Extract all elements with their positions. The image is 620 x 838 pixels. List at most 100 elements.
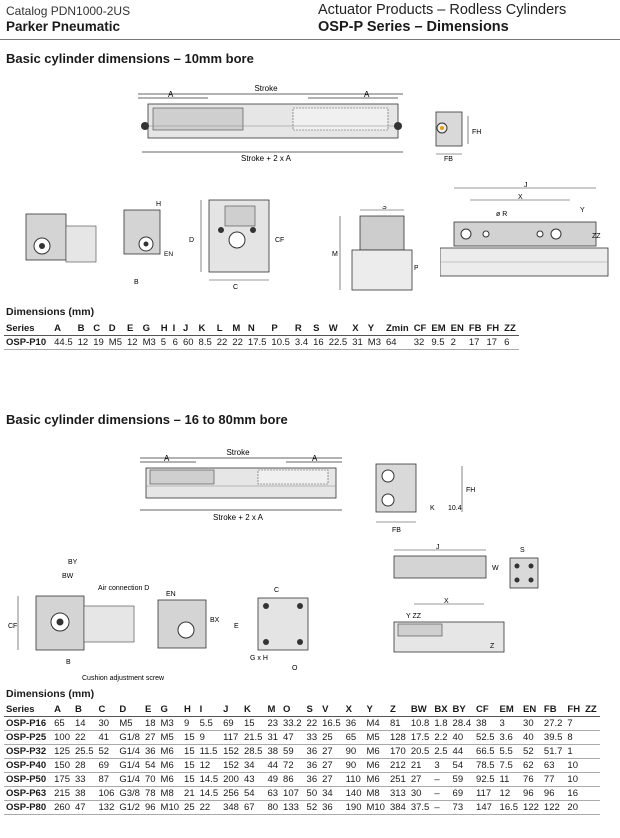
table-cell: 40 bbox=[450, 730, 475, 745]
table-cell: 38 bbox=[474, 716, 498, 731]
table-cell: 37.5 bbox=[408, 800, 433, 815]
table-cell: 9.5 bbox=[429, 335, 449, 350]
table-cell: 70 bbox=[142, 772, 159, 787]
product-header: Actuator Products – Rodless Cylinders OS… bbox=[318, 2, 566, 36]
table-cell: 21.5 bbox=[241, 730, 266, 745]
table-cell: 16.5 bbox=[497, 800, 522, 815]
table-cell: 63 bbox=[265, 786, 282, 801]
table-cell: 96 bbox=[521, 786, 542, 801]
table-cell: 10.5 bbox=[269, 335, 293, 350]
table-cell: 69 bbox=[221, 716, 242, 731]
table-cell: 11.5 bbox=[197, 744, 222, 759]
column-header: Series bbox=[4, 703, 53, 717]
table-cell: 122 bbox=[521, 800, 542, 815]
table-cell: G3/8 bbox=[117, 786, 143, 801]
column-header: J bbox=[221, 703, 242, 717]
table-cell: 33 bbox=[304, 730, 321, 745]
table-cell: 348 bbox=[221, 800, 242, 815]
table-cell: 52 bbox=[304, 800, 321, 815]
drawing-16-80mm-end-view: FH K 10.4 FB bbox=[375, 463, 475, 534]
table-cell: M5 bbox=[117, 716, 143, 731]
dim-label-z-s2: Z bbox=[490, 643, 495, 650]
table-cell: 59 bbox=[281, 744, 305, 759]
table-cell: 28.4 bbox=[450, 716, 475, 731]
dim-label-stroke-2a-s2: Stroke + 2 x A bbox=[213, 513, 264, 522]
table-cell: 76 bbox=[521, 772, 542, 787]
dimensions-label-16-80mm: Dimensions (mm) bbox=[6, 688, 95, 700]
dim-label-cf-10: CF bbox=[275, 237, 284, 244]
table-cell: M8 bbox=[158, 786, 183, 801]
table-cell: 23 bbox=[265, 716, 282, 731]
table-cell: G1/4 bbox=[117, 744, 143, 759]
table-cell bbox=[583, 772, 600, 787]
table-cell: 38 bbox=[265, 744, 282, 759]
section-title-10mm: Basic cylinder dimensions – 10mm bore bbox=[6, 51, 254, 66]
drawing-10mm-side-view: Stroke A A Stroke + 2 x A bbox=[138, 84, 403, 162]
table-cell: 27 bbox=[320, 758, 344, 773]
dim-label-stroke: Stroke bbox=[254, 84, 278, 93]
dim-label-a-right-s2: A bbox=[312, 454, 318, 463]
dim-label-cf-s2: CF bbox=[8, 623, 17, 630]
table-cell: 27.2 bbox=[541, 716, 566, 731]
dim-label-en-s2: EN bbox=[166, 591, 176, 598]
table-cell: 33 bbox=[73, 772, 97, 787]
table-cell: 6 bbox=[502, 335, 519, 350]
table-cell: 63 bbox=[541, 758, 566, 773]
dim-label-fh-s2: FH bbox=[466, 487, 475, 494]
column-header: P bbox=[269, 322, 293, 336]
table-cell: 54 bbox=[142, 758, 159, 773]
table-cell: 15 bbox=[182, 758, 198, 773]
table-cell: 65 bbox=[52, 716, 73, 731]
table-cell: 384 bbox=[387, 800, 409, 815]
table-cell: 52 bbox=[96, 744, 118, 759]
table-cell: 117 bbox=[474, 786, 498, 801]
table-cell: M10 bbox=[158, 800, 183, 815]
table-cell: 73 bbox=[450, 800, 475, 815]
table-cell: M8 bbox=[364, 786, 388, 801]
series-name-cell: OSP-P10 bbox=[4, 335, 53, 350]
column-header: L bbox=[214, 322, 231, 336]
table-cell: 16 bbox=[565, 786, 584, 801]
table-cell: M6 bbox=[364, 744, 388, 759]
column-header: H bbox=[182, 703, 198, 717]
table-cell: G1/8 bbox=[117, 730, 143, 745]
table-cell: 90 bbox=[343, 744, 365, 759]
table-cell: 125 bbox=[52, 744, 73, 759]
air-connection-label: Air connection D bbox=[98, 585, 149, 592]
table-cell: 2 bbox=[448, 335, 467, 350]
column-header: S bbox=[304, 703, 321, 717]
table-cell: 14 bbox=[73, 716, 97, 731]
table-cell: 1.8 bbox=[432, 716, 451, 731]
table-cell: 36 bbox=[304, 772, 321, 787]
dim-label-a-left-s2: A bbox=[164, 454, 170, 463]
drawing-10mm-top-view: J X Y ø R ZZ bbox=[440, 182, 609, 277]
table-cell: 27 bbox=[320, 744, 344, 759]
table-cell: M6 bbox=[158, 758, 183, 773]
table-cell: 17.5 bbox=[245, 335, 270, 350]
table-cell: 251 bbox=[387, 772, 409, 787]
column-header: E bbox=[125, 322, 141, 336]
table-cell: 50 bbox=[304, 786, 321, 801]
table-cell: 260 bbox=[52, 800, 73, 815]
column-header: X bbox=[343, 703, 365, 717]
table-cell: 10 bbox=[565, 772, 584, 787]
table-cell: 15 bbox=[241, 716, 266, 731]
table-cell: 27 bbox=[408, 772, 433, 787]
column-header: I bbox=[197, 703, 222, 717]
table-cell: 2.5 bbox=[432, 744, 451, 759]
column-header: C bbox=[96, 703, 118, 717]
column-header: BW bbox=[408, 703, 433, 717]
column-header: CF bbox=[411, 322, 430, 336]
table-cell: 49 bbox=[265, 772, 282, 787]
table-cell: 22.5 bbox=[326, 335, 351, 350]
table-cell: 12 bbox=[125, 335, 141, 350]
table-cell: 60 bbox=[180, 335, 197, 350]
table-cell: 10.8 bbox=[408, 716, 433, 731]
drawing-16-80mm-side-view: Stroke A A Stroke + 2 x A bbox=[140, 448, 342, 522]
dim-label-w-s2: W bbox=[492, 565, 499, 572]
table-cell: 59 bbox=[450, 772, 475, 787]
table-cell: 6 bbox=[170, 335, 181, 350]
